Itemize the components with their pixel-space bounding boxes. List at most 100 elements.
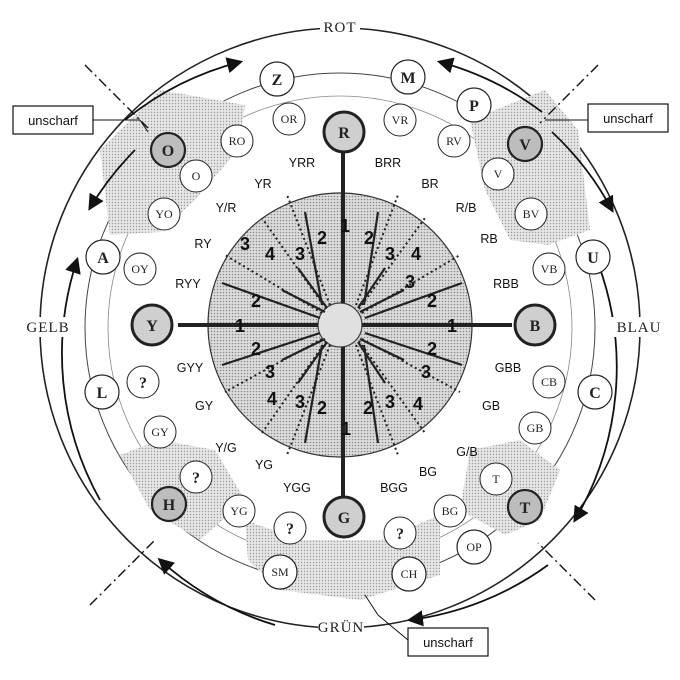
svg-text:2: 2 [317,228,327,248]
svg-text:3: 3 [385,392,395,412]
circle-A: A [85,239,121,275]
svg-text:2: 2 [251,291,261,311]
circle-P: P [456,87,492,123]
svg-text:3: 3 [405,272,415,292]
ray-label-GY: GY [195,399,214,413]
svg-text:2: 2 [427,291,437,311]
circle-T-outer: T [506,488,544,526]
svg-text:VR: VR [392,113,409,127]
svg-text:OP: OP [466,540,482,554]
ray-label-R-B: R/B [456,201,477,215]
circle-C: C [577,374,613,410]
circle-L: L [84,374,120,410]
circle-VR: VR [383,103,417,137]
svg-text:YG: YG [230,504,248,518]
svg-text:CB: CB [541,375,557,389]
svg-text:OR: OR [281,112,298,126]
circle-M: M [390,59,426,95]
svg-text:GB: GB [527,421,544,435]
svg-text:V: V [519,137,531,154]
circle-RV: RV [437,124,471,158]
circle-Z: Z [259,61,295,97]
circle-BG: BG [433,494,467,528]
unscharf-label: unscharf [28,113,78,128]
svg-text:V: V [494,167,503,181]
ray-label-G-B: G/B [456,445,478,459]
circle-OY: OY [123,252,157,286]
svg-text:VB: VB [541,262,558,276]
circle-U: U [575,239,611,275]
ray-label-Y-G: Y/G [215,441,237,455]
circle-CB: CB [532,365,566,399]
circle-question-br: ? [383,516,417,550]
svg-text:SM: SM [271,565,289,579]
svg-text:2: 2 [251,339,261,359]
unscharf-box-upper-left: unscharf [12,105,149,135]
circle-O-inner: O [179,159,213,193]
svg-text:3: 3 [421,362,431,382]
circle-SM: SM [262,554,298,590]
ray-labels: YRR BRR YR BR Y/R R/B RY RB RYY RBB GYY … [175,156,521,495]
ray-numbers: 1 2 2 3 3 4 4 3 3 2 2 1 1 2 2 3 3 4 4 3 … [235,216,457,439]
ray-label-RY: RY [194,237,212,251]
svg-text:H: H [163,497,176,514]
svg-text:RV: RV [446,134,462,148]
circle-V-inner: V [481,157,515,191]
circle-question-left: ? [126,365,160,399]
svg-text:?: ? [286,521,294,538]
unscharf-label: unscharf [603,111,653,126]
ray-label-BR: BR [421,177,438,191]
circle-RO: RO [220,124,254,158]
main-hue-B: B [513,303,557,347]
circle-OR: OR [272,102,306,136]
circle-YG: YG [222,494,256,528]
circle-H-outer: H [150,485,188,523]
ray-label-GBB: GBB [495,361,521,375]
circle-question-lowleft: ? [179,460,213,494]
ray-label-BRR: BRR [375,156,401,170]
unscharf-box-bottom: unscharf [364,594,489,657]
circle-OP: OP [456,529,492,565]
main-hue-G: G [322,495,366,539]
svg-text:3: 3 [385,244,395,264]
ray-label-YR: YR [254,177,271,191]
svg-text:1: 1 [447,316,457,336]
svg-text:C: C [589,385,601,402]
svg-text:?: ? [139,375,147,392]
ray-label-BG: BG [419,465,437,479]
svg-text:T: T [492,472,500,486]
unscharf-label: unscharf [423,635,473,650]
circle-CH: CH [391,556,427,592]
svg-text:2: 2 [317,398,327,418]
main-hue-Y: Y [130,303,174,347]
svg-text:OY: OY [131,262,149,276]
ray-label-RYY: RYY [175,277,201,291]
unscharf-box-upper-right: unscharf [545,103,669,133]
dash-dot-diagonals [84,64,599,606]
main-hue-R: R [322,110,366,154]
svg-text:?: ? [396,526,404,543]
svg-text:1: 1 [340,216,350,236]
circle-V-outer: V [506,125,544,163]
svg-text:CH: CH [401,567,418,581]
svg-text:M: M [400,70,415,87]
svg-text:2: 2 [363,398,373,418]
svg-text:YO: YO [155,207,173,221]
hue-label: G [338,510,351,527]
main-axes [178,150,512,498]
circle-YO: YO [147,197,181,231]
svg-text:RO: RO [229,134,246,148]
circle-T-inner: T [479,462,513,496]
label-gelb: GELB [26,320,69,336]
circle-GB: GB [518,411,552,445]
ray-label-GB: GB [482,399,500,413]
ray-label-BGG: BGG [380,481,408,495]
svg-text:L: L [97,385,108,402]
svg-text:A: A [97,250,109,267]
svg-text:BV: BV [523,207,540,221]
circle-O-outer: O [149,131,187,169]
outer-circles: Z M P V U C T OP CH SM H L A O [84,59,613,592]
label-gruen: GRÜN [318,619,365,636]
